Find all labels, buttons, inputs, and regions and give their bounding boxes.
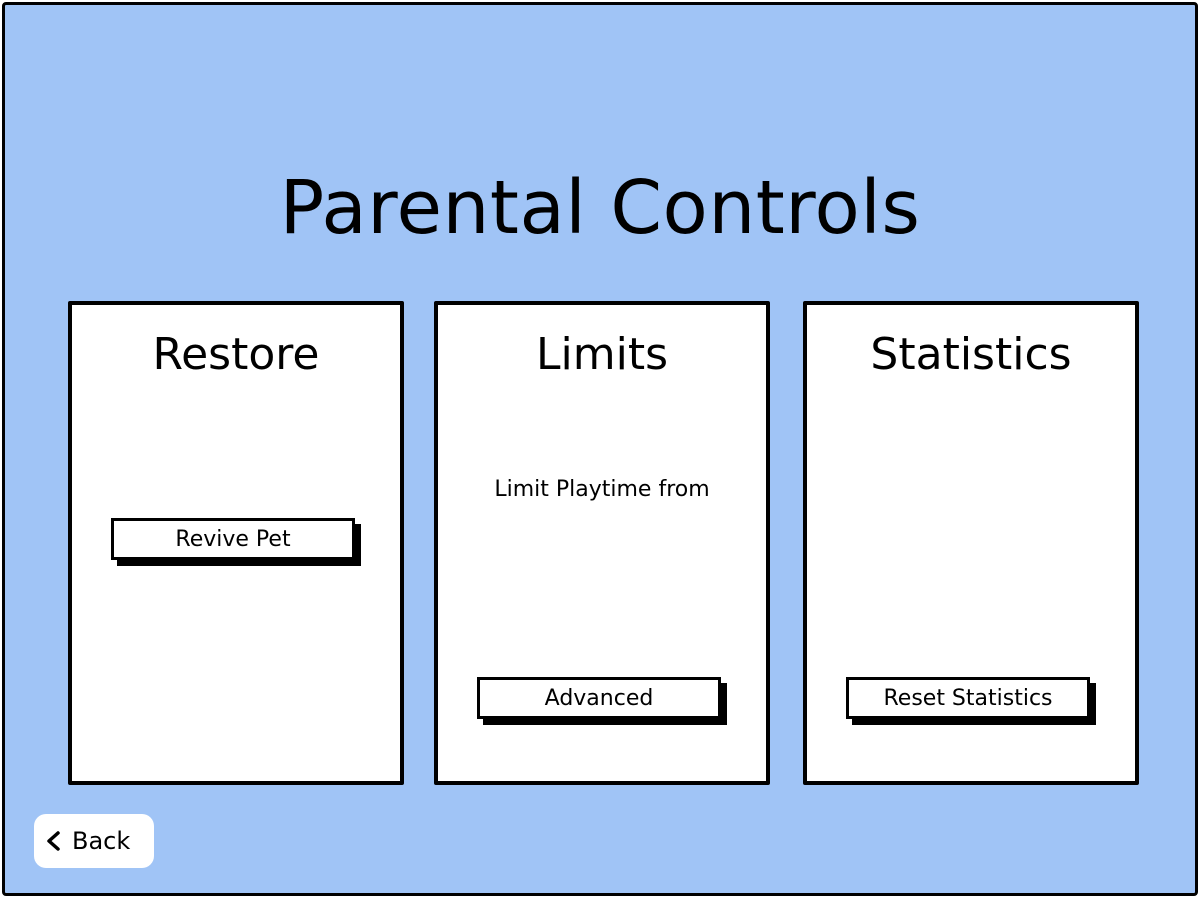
back-button-label: Back — [72, 827, 131, 855]
limits-panel: Limits Limit Playtime from Advanced — [434, 301, 770, 785]
revive-pet-button[interactable]: Revive Pet — [111, 518, 355, 560]
restore-panel-title: Restore — [152, 329, 320, 380]
back-button[interactable]: Back — [34, 814, 154, 868]
advanced-button[interactable]: Advanced — [477, 677, 721, 719]
reset-statistics-button[interactable]: Reset Statistics — [846, 677, 1090, 719]
page-title: Parental Controls — [279, 165, 921, 251]
limits-panel-title: Limits — [536, 329, 668, 380]
statistics-panel: Statistics Reset Statistics — [803, 301, 1139, 785]
chevron-left-icon — [47, 831, 60, 851]
statistics-panel-title: Statistics — [870, 329, 1072, 380]
restore-panel: Restore Revive Pet — [68, 301, 404, 785]
limit-playtime-label: Limit Playtime from — [494, 477, 710, 502]
